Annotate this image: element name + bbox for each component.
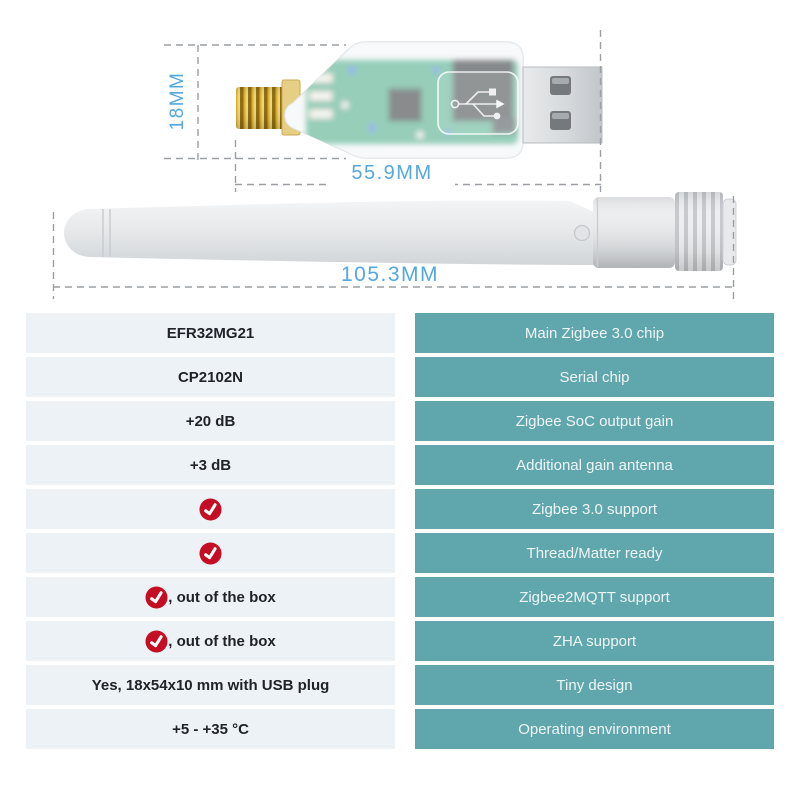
spec-label-cell: Zigbee SoC output gain [415, 401, 774, 441]
antenna-body [64, 200, 596, 265]
spec-value: EFR32MG21 [166, 324, 255, 342]
spec-label: Tiny design [556, 676, 633, 694]
spec-value: +20 dB [185, 412, 236, 430]
spec-label-cell: Zigbee 3.0 support [415, 489, 774, 529]
spec-label: Main Zigbee 3.0 chip [524, 324, 665, 342]
pcb-inside [306, 60, 518, 144]
dongle-height-dimension: 18MM [164, 44, 346, 160]
spec-value: CP2102N [177, 368, 244, 386]
check-icon [144, 584, 170, 610]
spec-value-cell [26, 533, 395, 573]
antenna-ribbed-nut [675, 192, 723, 271]
spec-label: Zigbee 3.0 support [531, 500, 658, 518]
spec-value-cell: +20 dB [26, 401, 395, 441]
spec-label: Thread/Matter ready [526, 544, 663, 562]
check-icon [198, 540, 224, 566]
spec-value: , out of the box [168, 632, 276, 650]
spec-value: , out of the box [168, 588, 276, 606]
spec-label-cell: Zigbee2MQTT support [415, 577, 774, 617]
spec-value-cell: Yes, 18x54x10 mm with USB plug [26, 665, 395, 705]
spec-value-cell [26, 489, 395, 529]
spec-label-cell: Operating environment [415, 709, 774, 749]
antenna-length-label: 105.3MM [341, 263, 439, 286]
antenna-length-dimension: 105.3MM [52, 196, 735, 299]
spec-label-cell: Thread/Matter ready [415, 533, 774, 573]
spec-label: Additional gain antenna [516, 456, 673, 474]
usb-logo-icon [437, 71, 519, 135]
spec-value-cell: EFR32MG21 [26, 313, 395, 353]
dongle-length-label: 55.9MM [351, 162, 432, 184]
antenna-illustration: 105.3MM [52, 192, 737, 299]
usb-plug [522, 66, 603, 144]
spec-value-cell: , out of the box [26, 577, 395, 617]
spec-label: Operating environment [518, 720, 671, 738]
spec-value-cell: , out of the box [26, 621, 395, 661]
spec-label: Zigbee2MQTT support [519, 588, 670, 606]
spec-value: Yes, 18x54x10 mm with USB plug [91, 676, 330, 694]
spec-value: +3 dB [189, 456, 232, 474]
spec-value-cell: +5 - +35 °C [26, 709, 395, 749]
spec-label-cell: Serial chip [415, 357, 774, 397]
product-diagram: 18MM 55.9MM [52, 30, 737, 299]
spec-label: Serial chip [559, 368, 630, 386]
spec-label: ZHA support [552, 632, 637, 650]
spec-label-cell: Additional gain antenna [415, 445, 774, 485]
spec-label-cell: ZHA support [415, 621, 774, 661]
dongle-shell-frost [285, 42, 523, 158]
usb-dongle-illustration: 18MM 55.9MM [164, 30, 603, 192]
check-icon [144, 628, 170, 654]
check-icon [198, 496, 224, 522]
spec-value: +5 - +35 °C [172, 720, 249, 738]
spec-value-cell: +3 dB [26, 445, 395, 485]
dongle-height-label: 18MM [167, 72, 188, 131]
spec-label: Zigbee SoC output gain [515, 412, 674, 430]
spec-label-cell: Tiny design [415, 665, 774, 705]
spec-value-cell: CP2102N [26, 357, 395, 397]
spec-label-cell: Main Zigbee 3.0 chip [415, 313, 774, 353]
antenna-button-dot [573, 224, 591, 242]
antenna-end-ring [722, 198, 737, 266]
dongle-length-dimension: 55.9MM [234, 30, 602, 192]
